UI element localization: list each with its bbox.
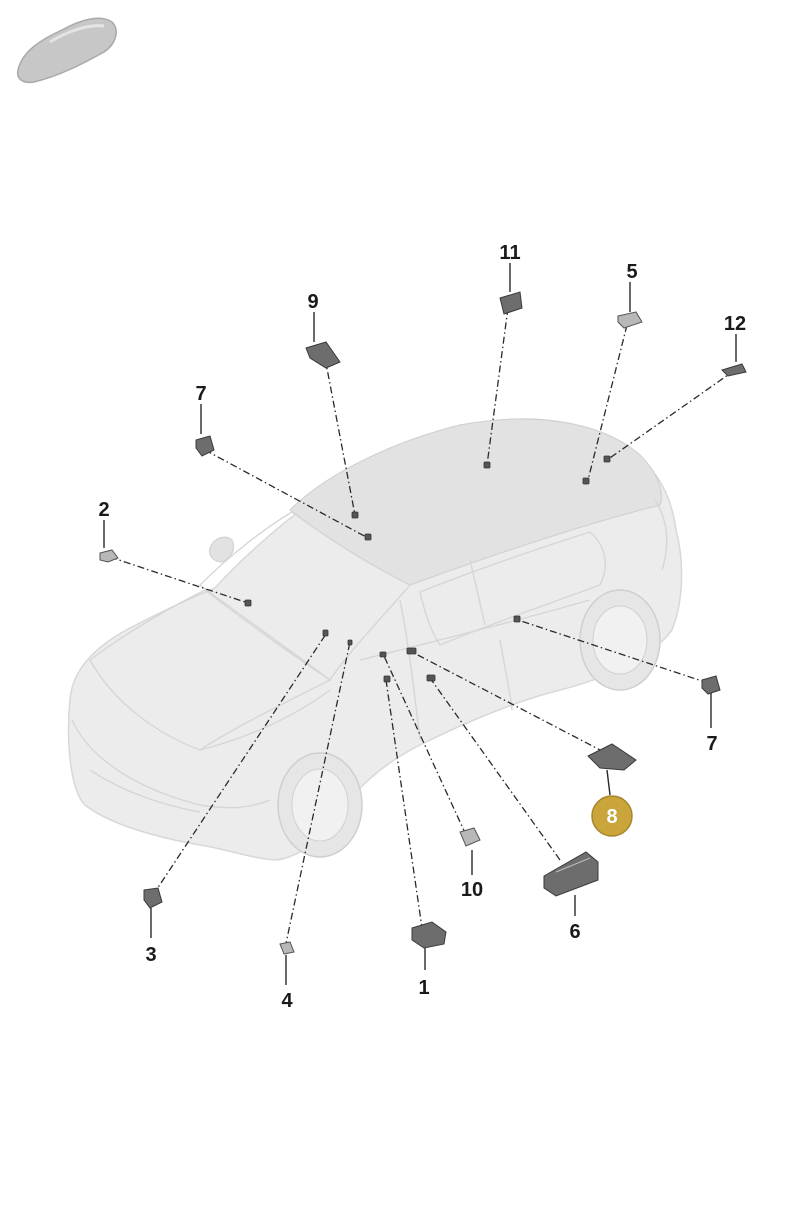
car-illustration [67, 418, 683, 861]
callout-9[interactable]: 9 [307, 291, 318, 313]
callout-number: 5 [626, 261, 637, 283]
callout-5[interactable]: 5 [626, 261, 637, 283]
part-2-sensor[interactable] [99, 549, 119, 563]
callout-12[interactable]: 12 [724, 313, 746, 335]
callout-11[interactable]: 11 [499, 242, 520, 264]
callout-4[interactable]: 4 [281, 990, 293, 1012]
part-7b-switch[interactable] [701, 675, 721, 695]
callout-number: 10 [461, 879, 483, 901]
callout-10[interactable]: 10 [461, 879, 483, 901]
callout-7a[interactable]: 7 [195, 383, 206, 405]
callout-1[interactable]: 1 [418, 977, 429, 999]
callout-number: 7 [706, 733, 717, 755]
callout-2[interactable]: 2 [98, 499, 109, 521]
part-12-sensor[interactable] [721, 363, 747, 377]
callout-number: 8 [606, 806, 617, 828]
part-9-module[interactable] [305, 341, 341, 369]
callout-6[interactable]: 6 [569, 921, 580, 943]
callout-number: 7 [195, 383, 206, 405]
part-1-switch[interactable] [411, 921, 447, 949]
callout-number: 4 [281, 990, 293, 1012]
part-4-sensor[interactable] [279, 941, 295, 955]
part-11-module[interactable] [499, 291, 523, 315]
part-8-control-unit[interactable] [587, 743, 637, 771]
callout-number: 9 [307, 291, 318, 313]
highlight-circle [591, 795, 633, 837]
callout-number: 11 [499, 242, 520, 264]
callout-number: 1 [418, 977, 429, 999]
callout-number: 3 [145, 944, 156, 966]
part-6-window-switch-panel[interactable] [543, 851, 599, 897]
callout-number: 6 [569, 921, 580, 943]
callout-7b[interactable]: 7 [706, 733, 717, 755]
part-10-switch[interactable] [459, 827, 481, 847]
car-silhouette-icon[interactable] [16, 17, 117, 84]
part-7a-switch[interactable] [195, 435, 215, 457]
callout-number: 2 [98, 499, 109, 521]
callout-number: 12 [724, 313, 746, 335]
callout-3[interactable]: 3 [145, 944, 156, 966]
part-3-button[interactable] [143, 887, 163, 909]
leader-lines [103, 263, 737, 985]
mount-points [244, 455, 611, 683]
part-5-switch[interactable] [617, 311, 643, 329]
callout-8-highlighted[interactable]: 8 [591, 795, 633, 837]
